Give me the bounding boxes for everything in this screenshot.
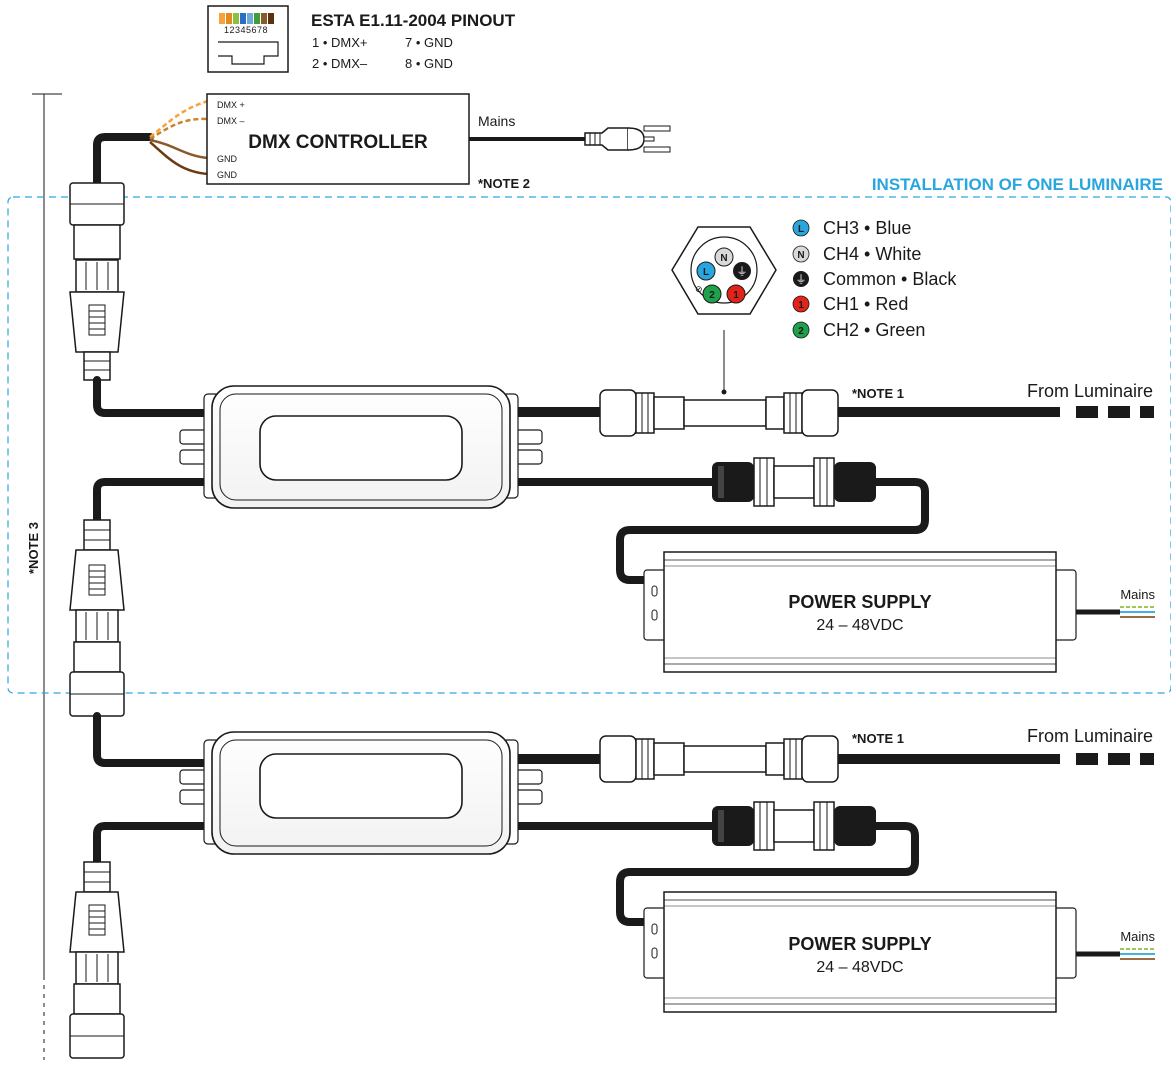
legend-text: CH1 • Red (823, 294, 908, 314)
terminal-dmx-plus: DMX + (217, 100, 245, 110)
legend-item: L CH3 • Blue (792, 218, 911, 238)
controller-note: *NOTE 2 (478, 176, 530, 191)
from-luminaire-label: From Luminaire (1027, 726, 1153, 746)
psu-title: POWER SUPPLY (788, 592, 931, 612)
legend-text: Common • Black (823, 269, 957, 289)
legend-badge: N (797, 250, 804, 261)
note1-label: *NOTE 1 (852, 731, 904, 746)
legend-text: CH2 • Green (823, 320, 925, 340)
pin-earth-icon: ⏚ (737, 265, 748, 278)
installation-boundary (7, 196, 1171, 694)
note1-label: *NOTE 1 (852, 386, 904, 401)
psu-voltage: 24 – 48VDC (816, 617, 903, 634)
inline-connector (599, 389, 839, 437)
psu-mains-label: Mains (1120, 587, 1155, 602)
rj45-port-icon: 12345678 (207, 5, 289, 73)
terminal-dmx-minus: DMX – (217, 116, 245, 126)
power-connector (712, 457, 876, 507)
pin-2: 2 • DMX– (312, 56, 368, 71)
terminal-gnd-2: GND (217, 170, 238, 180)
legend-text: CH3 • Blue (823, 218, 911, 238)
cable-continues-icon (1076, 406, 1154, 418)
earth-icon: ⏚ (796, 273, 807, 286)
legend-item: 1 CH1 • Red (792, 294, 908, 314)
pin-2: 2 (709, 290, 715, 301)
mains-plug-icon (584, 125, 671, 153)
pin-8: 8 • GND (405, 56, 453, 71)
notch-icon: ⊘ (695, 284, 703, 294)
cable-continues-icon (1076, 753, 1154, 765)
controller-title: DMX CONTROLLER (248, 132, 428, 153)
power-supply: POWER SUPPLY 24 – 48VDC (643, 551, 1077, 673)
waterproof-connector-icon (69, 519, 125, 717)
legend-item: N CH4 • White (792, 244, 921, 264)
pinout-numbers: 12345678 (224, 25, 268, 35)
psu-voltage: 24 – 48VDC (816, 959, 903, 976)
legend-badge: 1 (798, 300, 804, 311)
installation-label: INSTALLATION OF ONE LUMINAIRE (872, 175, 1163, 194)
pin-n: N (720, 253, 727, 264)
dmx-controller: DMX + DMX – GND GND DMX CONTROLLER Mains… (93, 93, 671, 191)
dmx-decoder (179, 385, 543, 509)
power-connector (712, 801, 876, 851)
from-luminaire-label: From Luminaire (1027, 381, 1153, 401)
power-supply: POWER SUPPLY 24 – 48VDC (643, 891, 1077, 1013)
legend-badge: 2 (798, 326, 804, 337)
pin-l: L (703, 267, 709, 278)
pin-7: 7 • GND (405, 35, 453, 50)
inline-connector (599, 735, 839, 783)
legend-text: CH4 • White (823, 244, 921, 264)
note3-span: *NOTE 3 (26, 93, 62, 1060)
pin-1: 1 • DMX+ (312, 35, 368, 50)
pin-1: 1 (733, 290, 739, 301)
controller-mains-label: Mains (478, 113, 515, 129)
luminaire-set-2: *NOTE 1 From Luminaire POWER S (179, 726, 1155, 1013)
pin-legend: L CH3 • Blue N CH4 • White ⏚ Common • Bl… (792, 218, 957, 340)
luminaire-set-1: *NOTE 1 From Luminaire (179, 381, 1155, 673)
connector-face: N L ⏚ 2 1 ⊘ (671, 226, 777, 395)
pinout-title: ESTA E1.11-2004 PINOUT (311, 11, 516, 30)
psu-mains-label: Mains (1120, 929, 1155, 944)
dmx-decoder (179, 731, 543, 855)
waterproof-connector-icon (69, 861, 125, 1059)
psu-title: POWER SUPPLY (788, 934, 931, 954)
legend-item: ⏚ Common • Black (793, 269, 957, 289)
legend-item: 2 CH2 • Green (792, 320, 925, 340)
note3-label: *NOTE 3 (26, 522, 41, 574)
waterproof-connector-icon (69, 182, 125, 381)
terminal-gnd-1: GND (217, 154, 238, 164)
legend-badge: L (798, 224, 804, 235)
